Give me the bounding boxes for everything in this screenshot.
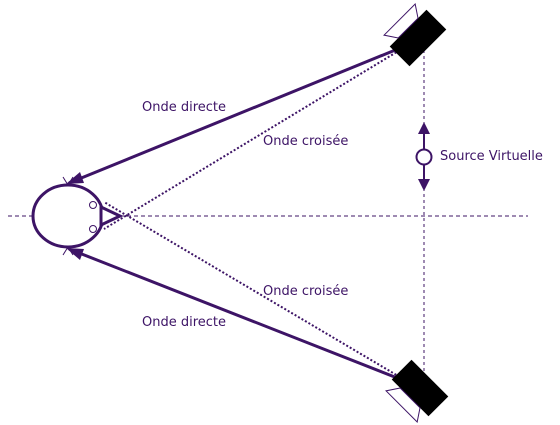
direct-wave-bottom-label: Onde directe [142, 315, 227, 330]
direct-wave-bottom-arrowhead [66, 248, 84, 260]
crossed-wave-bottom [103, 201, 411, 384]
crossed-wave-top-label: Onde croisée [263, 134, 349, 149]
listener-head-icon [31, 176, 124, 256]
crossed-wave-bottom-label: Onde croisée [263, 284, 349, 299]
direct-wave-top-arrowhead [66, 172, 84, 184]
direct-wave-top [68, 42, 411, 185]
direct-wave-top-label: Onde directe [142, 100, 227, 115]
speaker-top-icon [383, 3, 447, 67]
direct-wave-bottom [68, 247, 411, 385]
virtual-source-icon [415, 122, 433, 191]
speaker-bottom-icon [385, 359, 449, 423]
virtual-source-label: Source Virtuelle [440, 149, 543, 164]
crossed-wave-top [103, 43, 411, 230]
